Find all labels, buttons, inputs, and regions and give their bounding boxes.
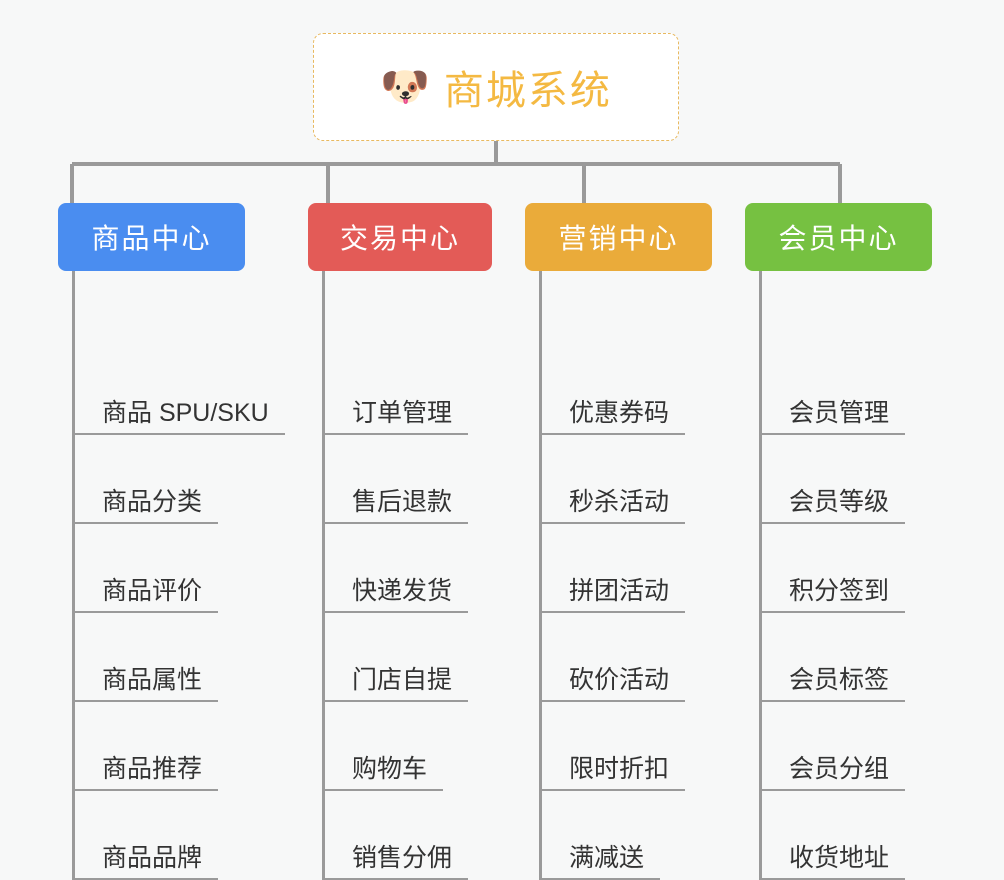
leaf-item-label: 砍价活动 — [569, 665, 670, 694]
leaf-item[interactable]: 商品分类 — [72, 442, 219, 524]
branch-header-trade-center[interactable]: 交易中心 — [308, 203, 492, 271]
leaf-item-label: 秒杀活动 — [569, 487, 670, 516]
leaf-item-label: 商品 SPU/SKU — [102, 398, 269, 427]
leaf-item-label: 销售分佣 — [352, 843, 453, 872]
leaf-item[interactable]: 限时折扣 — [539, 709, 686, 791]
leaf-item-label: 商品推荐 — [102, 754, 203, 783]
leaf-item[interactable]: 收货地址 — [759, 798, 906, 880]
leaf-item-label: 门店自提 — [352, 665, 453, 694]
leaf-item-label: 商品分类 — [102, 487, 203, 516]
branch-header-label: 会员中心 — [778, 223, 899, 254]
branch-column-trade-center: 交易中心订单管理售后退款快递发货门店自提购物车销售分佣 — [308, 203, 492, 880]
leaf-item[interactable]: 快递发货 — [322, 531, 469, 613]
leaf-item-label: 商品品牌 — [102, 843, 203, 872]
branch-column-product-center: 商品中心商品 SPU/SKU 商品分类商品评价商品属性商品推荐商品品牌 — [58, 203, 285, 880]
leaf-item[interactable]: 商品品牌 — [72, 798, 219, 880]
leaf-item[interactable]: 积分签到 — [759, 531, 906, 613]
leaf-item-label: 会员分组 — [789, 754, 890, 783]
leaf-item-label: 限时折扣 — [569, 754, 670, 783]
branch-header-product-center[interactable]: 商品中心 — [58, 203, 245, 271]
branch-header-member-center[interactable]: 会员中心 — [745, 203, 932, 271]
leaf-item[interactable]: 商品推荐 — [72, 709, 219, 791]
leaf-item-label: 拼团活动 — [569, 576, 670, 605]
leaf-item[interactable]: 会员管理 — [759, 353, 906, 435]
branch-items-member-center: 会员管理会员等级积分签到会员标签会员分组收货地址 — [745, 271, 932, 880]
leaf-item[interactable]: 售后退款 — [322, 442, 469, 524]
leaf-item-label: 会员管理 — [789, 398, 890, 427]
leaf-item[interactable]: 优惠券码 — [539, 353, 686, 435]
branch-items-product-center: 商品 SPU/SKU 商品分类商品评价商品属性商品推荐商品品牌 — [58, 271, 285, 880]
leaf-item-label: 购物车 — [352, 754, 428, 783]
leaf-item[interactable]: 门店自提 — [322, 620, 469, 702]
branch-trunk-line — [322, 271, 325, 880]
leaf-item[interactable]: 拼团活动 — [539, 531, 686, 613]
leaf-item-label: 满减送 — [569, 843, 645, 872]
leaf-item-label: 售后退款 — [352, 487, 453, 516]
leaf-item-label: 优惠券码 — [569, 398, 670, 427]
leaf-item[interactable]: 秒杀活动 — [539, 442, 686, 524]
leaf-item[interactable]: 商品属性 — [72, 620, 219, 702]
branch-column-marketing-center: 营销中心优惠券码秒杀活动拼团活动砍价活动限时折扣满减送 — [525, 203, 712, 880]
leaf-item[interactable]: 砍价活动 — [539, 620, 686, 702]
leaf-item-label: 商品属性 — [102, 665, 203, 694]
root-node[interactable]: 🐶 商城系统 — [313, 33, 679, 141]
leaf-item-label: 会员等级 — [789, 487, 890, 516]
branch-items-trade-center: 订单管理售后退款快递发货门店自提购物车销售分佣 — [308, 271, 492, 880]
leaf-item-label: 订单管理 — [352, 398, 453, 427]
branch-items-marketing-center: 优惠券码秒杀活动拼团活动砍价活动限时折扣满减送 — [525, 271, 712, 880]
branch-header-label: 营销中心 — [558, 223, 679, 254]
dog-face-icon: 🐶 — [380, 65, 430, 109]
branch-header-label: 商品中心 — [91, 223, 212, 254]
root-title: 商城系统 — [443, 69, 612, 113]
leaf-item[interactable]: 销售分佣 — [322, 798, 469, 880]
leaf-item[interactable]: 订单管理 — [322, 353, 469, 435]
branch-trunk-line — [72, 271, 75, 880]
branch-header-marketing-center[interactable]: 营销中心 — [525, 203, 712, 271]
leaf-item[interactable]: 商品 SPU/SKU — [72, 353, 285, 435]
branch-trunk-line — [539, 271, 542, 880]
branch-column-member-center: 会员中心会员管理会员等级积分签到会员标签会员分组收货地址 — [745, 203, 932, 880]
leaf-item-label: 快递发货 — [352, 576, 453, 605]
leaf-item[interactable]: 会员分组 — [759, 709, 906, 791]
leaf-item-label: 商品评价 — [102, 576, 203, 605]
leaf-item[interactable]: 会员标签 — [759, 620, 906, 702]
leaf-item[interactable]: 商品评价 — [72, 531, 219, 613]
branch-trunk-line — [759, 271, 762, 880]
leaf-item-label: 会员标签 — [789, 665, 890, 694]
leaf-item[interactable]: 购物车 — [322, 709, 444, 791]
branch-header-label: 交易中心 — [339, 223, 460, 254]
leaf-item-label: 收货地址 — [789, 843, 890, 872]
leaf-item[interactable]: 满减送 — [539, 798, 661, 880]
leaf-item[interactable]: 会员等级 — [759, 442, 906, 524]
leaf-item-label: 积分签到 — [789, 576, 890, 605]
mindmap-canvas: 🐶 商城系统 商品中心商品 SPU/SKU 商品分类商品评价商品属性商品推荐商品品… — [58, 33, 932, 880]
